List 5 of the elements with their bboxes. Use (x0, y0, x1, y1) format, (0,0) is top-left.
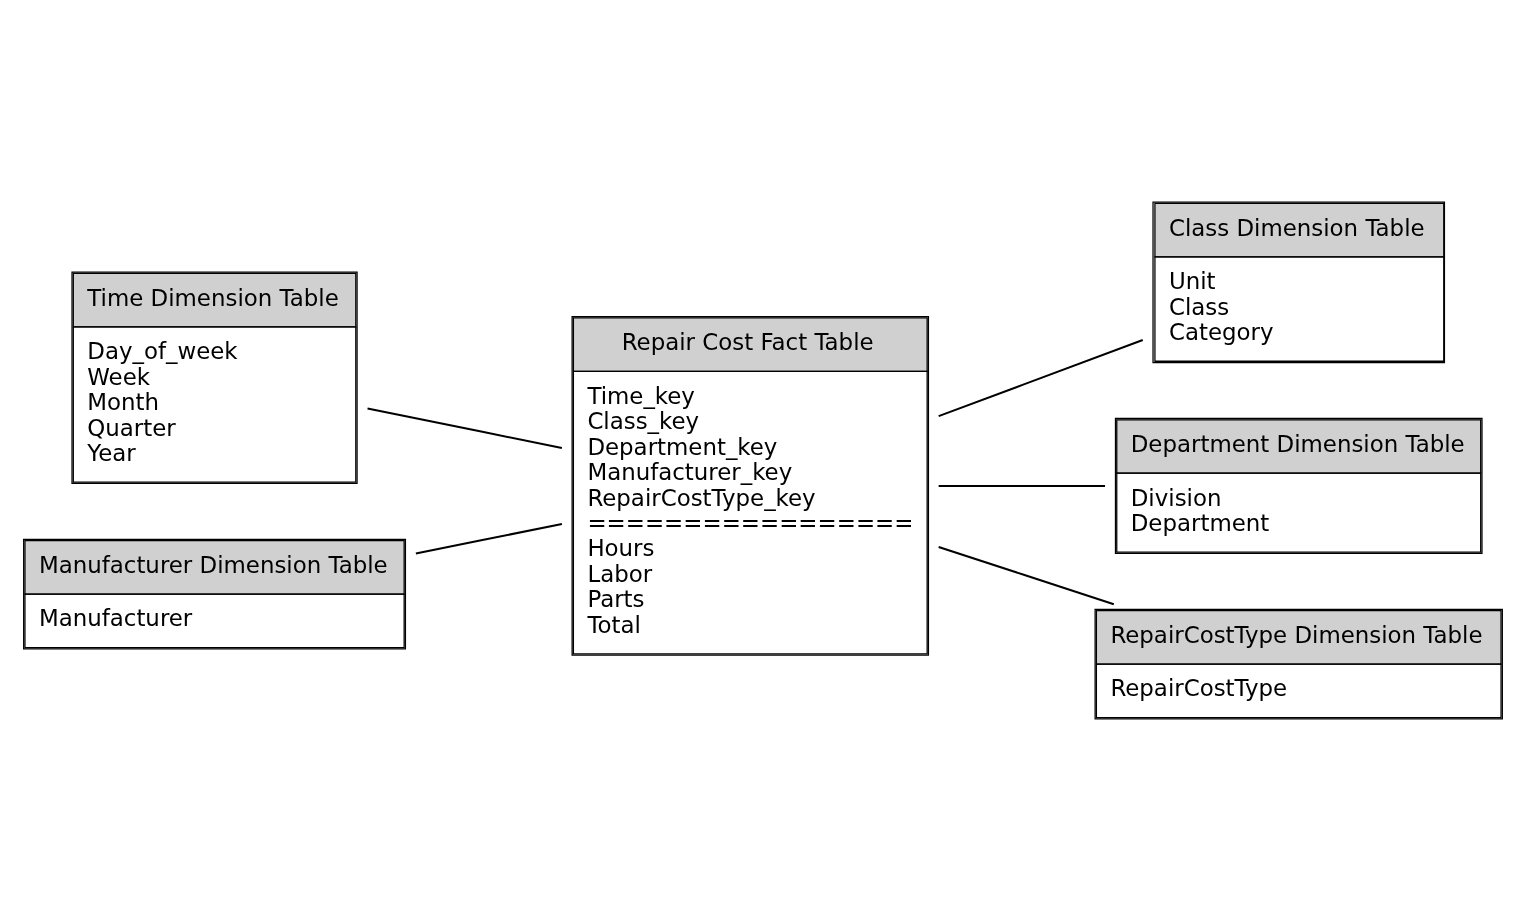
connector (938, 545, 1115, 605)
connector (415, 522, 563, 555)
connector (938, 484, 1106, 487)
connector (367, 407, 563, 449)
connector (938, 338, 1144, 417)
